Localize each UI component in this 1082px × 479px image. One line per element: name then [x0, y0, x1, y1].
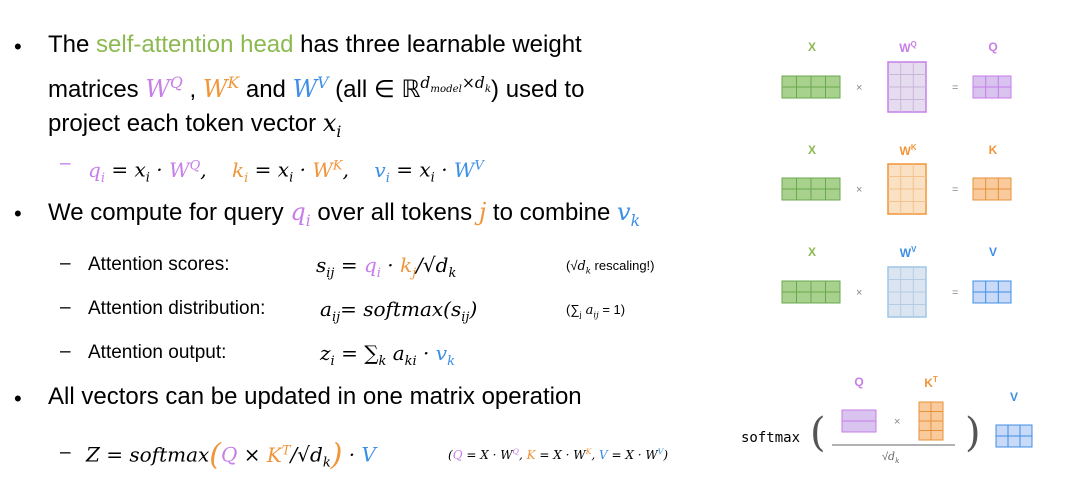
softmax-sqrt-dk: √dk — [882, 450, 900, 466]
matrix-formula-note: (Q = X · WQ, K = X · WK, V = X · WV) — [448, 447, 669, 462]
x-matrix — [781, 280, 841, 304]
sub-dash: – — [60, 442, 71, 463]
x-matrix — [781, 75, 841, 99]
times-sign: × — [856, 82, 863, 94]
bullet-2: We compute for query qi over all tokens … — [48, 198, 641, 230]
bullet-1-line-3: project each token vector xi — [48, 109, 342, 141]
diagram-wq-label: WQ — [899, 40, 917, 55]
highlight-self-attention-head: self-attention head — [96, 31, 294, 58]
softmax-kt-label: KT — [924, 375, 938, 390]
bullet-dot: • — [14, 201, 22, 226]
equals-sign: = — [952, 82, 959, 94]
bullet-dot: • — [14, 34, 22, 59]
wv-matrix — [887, 266, 927, 318]
softmax-q-matrix — [841, 409, 877, 433]
k-matrix — [972, 177, 1012, 201]
matrix-formula: Z = softmax(Q × KT/√dk) · V — [86, 437, 376, 473]
softmax-kt-matrix — [918, 401, 944, 441]
attention-output-label: Attention output: — [88, 342, 227, 363]
diagram-q-label: Q — [988, 40, 998, 54]
qkv-definitions: qi = xi · WQ, ki = xi · WK, vi = xi · WV — [88, 157, 484, 186]
diagram-x-label: X — [807, 40, 816, 54]
softmax-v-label: V — [1009, 390, 1018, 404]
rescaling-note: (√dk rescaling!) — [566, 258, 655, 276]
diagram-k-label: K — [988, 143, 998, 157]
sub-dash: – — [60, 253, 71, 274]
bullet-1-line-1: The self-attention head has three learna… — [48, 31, 582, 58]
x-matrix — [781, 177, 841, 201]
left-paren: ( — [810, 410, 826, 456]
sub-dash: – — [60, 297, 71, 318]
attention-scores-label: Attention scores: — [88, 254, 230, 275]
softmax-times-sign: × — [894, 416, 901, 428]
diagram-x-label: X — [807, 143, 816, 157]
right-paren: ) — [965, 410, 981, 456]
softmax-label: softmax — [741, 430, 801, 446]
wq-matrix — [887, 61, 927, 113]
attention-distribution-formula: aij= softmax(sij) — [320, 297, 478, 325]
equals-sign: = — [952, 287, 959, 299]
diagram-v-label: V — [988, 245, 997, 259]
sum-to-one-note: (∑j aij = 1) — [566, 302, 626, 320]
bullet-3: All vectors can be updated in one matrix… — [48, 383, 582, 410]
times-sign: × — [856, 287, 863, 299]
attention-distribution-label: Attention distribution: — [88, 298, 266, 319]
softmax-q-label: Q — [854, 375, 864, 389]
bullet-1-line-2: matrices WQ , WK and WV (all ∈ ℝdmodel×d… — [48, 74, 585, 103]
wk-matrix — [887, 163, 927, 215]
q-matrix — [972, 75, 1012, 99]
diagram-x-label: X — [807, 245, 816, 259]
equals-sign: = — [952, 184, 959, 196]
times-sign: × — [856, 184, 863, 196]
bullet-dot: • — [14, 386, 22, 411]
softmax-v-matrix — [995, 424, 1033, 448]
diagram-wv-label: WV — [899, 245, 917, 260]
sub-dash: – — [60, 153, 71, 174]
attention-scores-formula: sij = qi · kj/√dk — [316, 253, 457, 281]
v-matrix — [972, 280, 1012, 304]
attention-output-formula: zi = ∑k aki · vk — [320, 341, 455, 369]
diagram-wk-label: WK — [899, 143, 917, 158]
sub-dash: – — [60, 341, 71, 362]
